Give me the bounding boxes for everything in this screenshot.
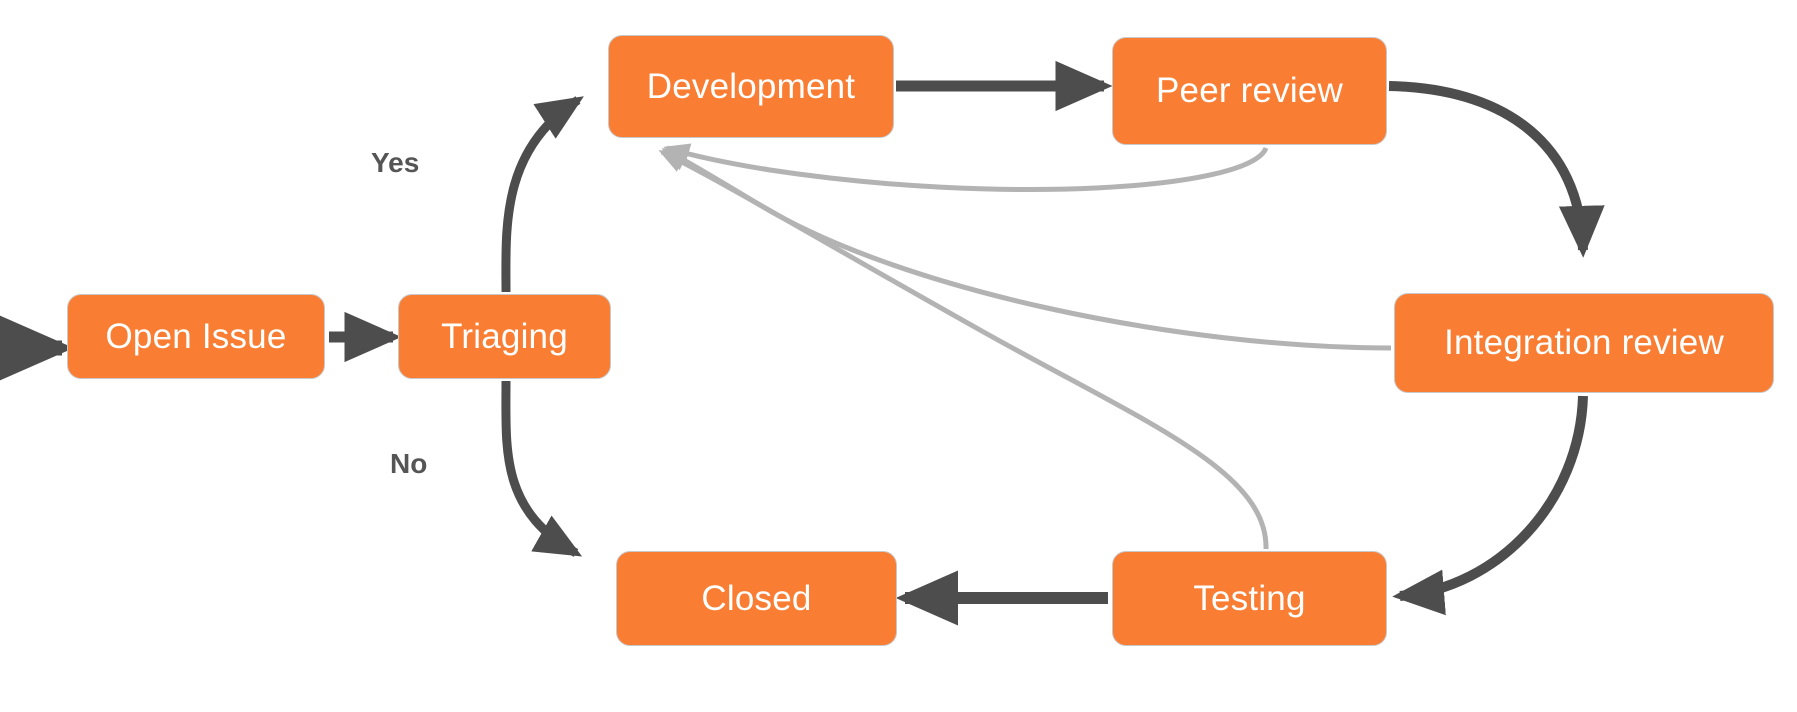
node-triaging-label: Triaging <box>441 316 568 356</box>
edge-peer-review-to-development <box>663 143 1269 192</box>
node-integration-review-label: Integration review <box>1444 323 1724 362</box>
node-open-issue-label: Open Issue <box>105 316 287 356</box>
node-closed-label: Closed <box>701 578 812 618</box>
node-closed[interactable]: Closed <box>616 551 897 646</box>
node-testing-label: Testing <box>1193 578 1306 618</box>
node-integration-review[interactable]: Integration review <box>1394 293 1774 393</box>
edge-label-no: No <box>390 448 428 479</box>
node-triaging[interactable]: Triaging <box>398 294 611 379</box>
node-peer-review[interactable]: Peer review <box>1112 37 1387 145</box>
node-testing[interactable]: Testing <box>1112 551 1387 646</box>
edge-peer-review-to-integration <box>1388 81 1605 258</box>
edge-triaging-to-development <box>501 96 584 293</box>
node-development-label: Development <box>646 66 856 106</box>
edge-integration-to-testing <box>1392 395 1588 616</box>
node-open-issue[interactable]: Open Issue <box>67 294 325 379</box>
node-peer-review-label: Peer review <box>1156 71 1343 110</box>
edge-testing-to-development <box>658 149 1269 550</box>
edge-triaging-to-closed <box>501 380 583 557</box>
edge-label-yes: Yes <box>371 147 420 178</box>
edge-integration-to-development <box>661 147 1392 351</box>
node-development[interactable]: Development <box>608 35 894 138</box>
